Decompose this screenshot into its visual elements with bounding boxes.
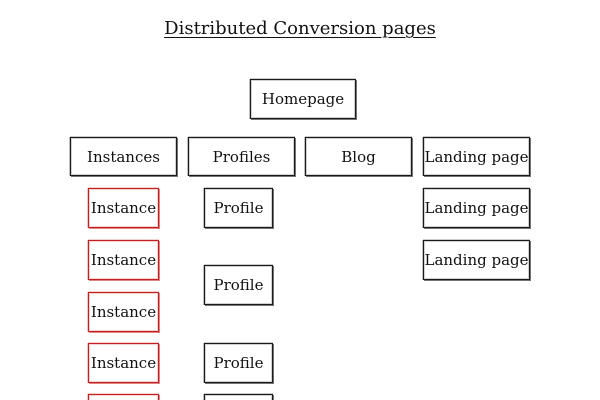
section-label: Profiles [212,147,271,166]
homepage-box: Homepage [250,79,356,119]
section-label: Instances [87,147,160,166]
landing-page-label: Landing page [424,199,529,217]
instance-label: Instance [90,251,157,269]
instance-box: Instance [88,292,159,332]
homepage-label: Homepage [261,90,345,108]
section-landing-page: Landing page [423,137,530,176]
section-label: Blog [341,147,376,166]
section-blog: Blog [305,137,412,176]
diagram-title: Distributed Conversion pages [164,18,436,39]
profile-label: Profile [213,276,264,294]
profile-label: Profile [213,199,264,217]
landing-page-box: Landing page [423,240,530,280]
profile-label: Profile [213,354,264,372]
section-label: Landing page [424,147,529,166]
section-instances: Instances [70,137,177,176]
profile-box-partial [204,394,273,400]
instance-box: Instance [88,188,159,228]
instance-label: Instance [90,303,157,321]
instance-label: Instance [90,199,157,217]
instance-box: Instance [88,240,159,280]
instance-box: Instance [88,343,159,383]
instance-label: Instance [90,354,157,372]
profile-box: Profile [204,343,273,383]
landing-page-label: Landing page [424,251,529,269]
instance-box-partial [88,394,159,400]
profile-box: Profile [204,188,273,228]
landing-page-box: Landing page [423,188,530,228]
section-profiles: Profiles [188,137,295,176]
profile-box: Profile [204,265,273,305]
